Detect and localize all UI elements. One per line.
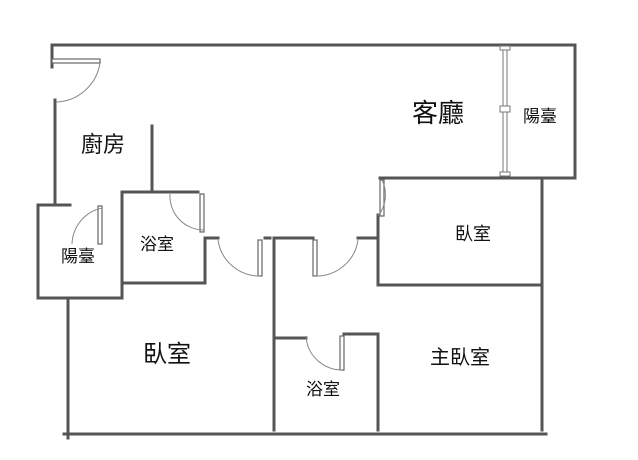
door-upper-bath: [169, 193, 205, 233]
door-entrance: [51, 58, 101, 103]
label-balcony-east: 陽臺: [523, 107, 557, 127]
door-lower-corridor: [312, 239, 359, 277]
label-bedroom-ne: 臥室: [455, 224, 491, 245]
door-bedroom-ne: [377, 179, 386, 217]
label-bath-upper: 浴室: [140, 235, 174, 255]
label-master-bedroom: 主臥室: [430, 345, 490, 369]
door-west-balcony: [71, 205, 103, 245]
label-kitchen: 廚房: [81, 133, 125, 158]
label-bedroom-sw: 臥室: [143, 340, 191, 368]
walls: [36, 43, 577, 440]
label-balcony-west: 陽臺: [61, 247, 95, 267]
door-lower-bath: [305, 335, 345, 371]
door-bedroom-sw: [217, 239, 263, 277]
label-living: 客廳: [412, 99, 464, 129]
label-bath-lower: 浴室: [306, 380, 340, 400]
balcony-window: [499, 45, 511, 177]
